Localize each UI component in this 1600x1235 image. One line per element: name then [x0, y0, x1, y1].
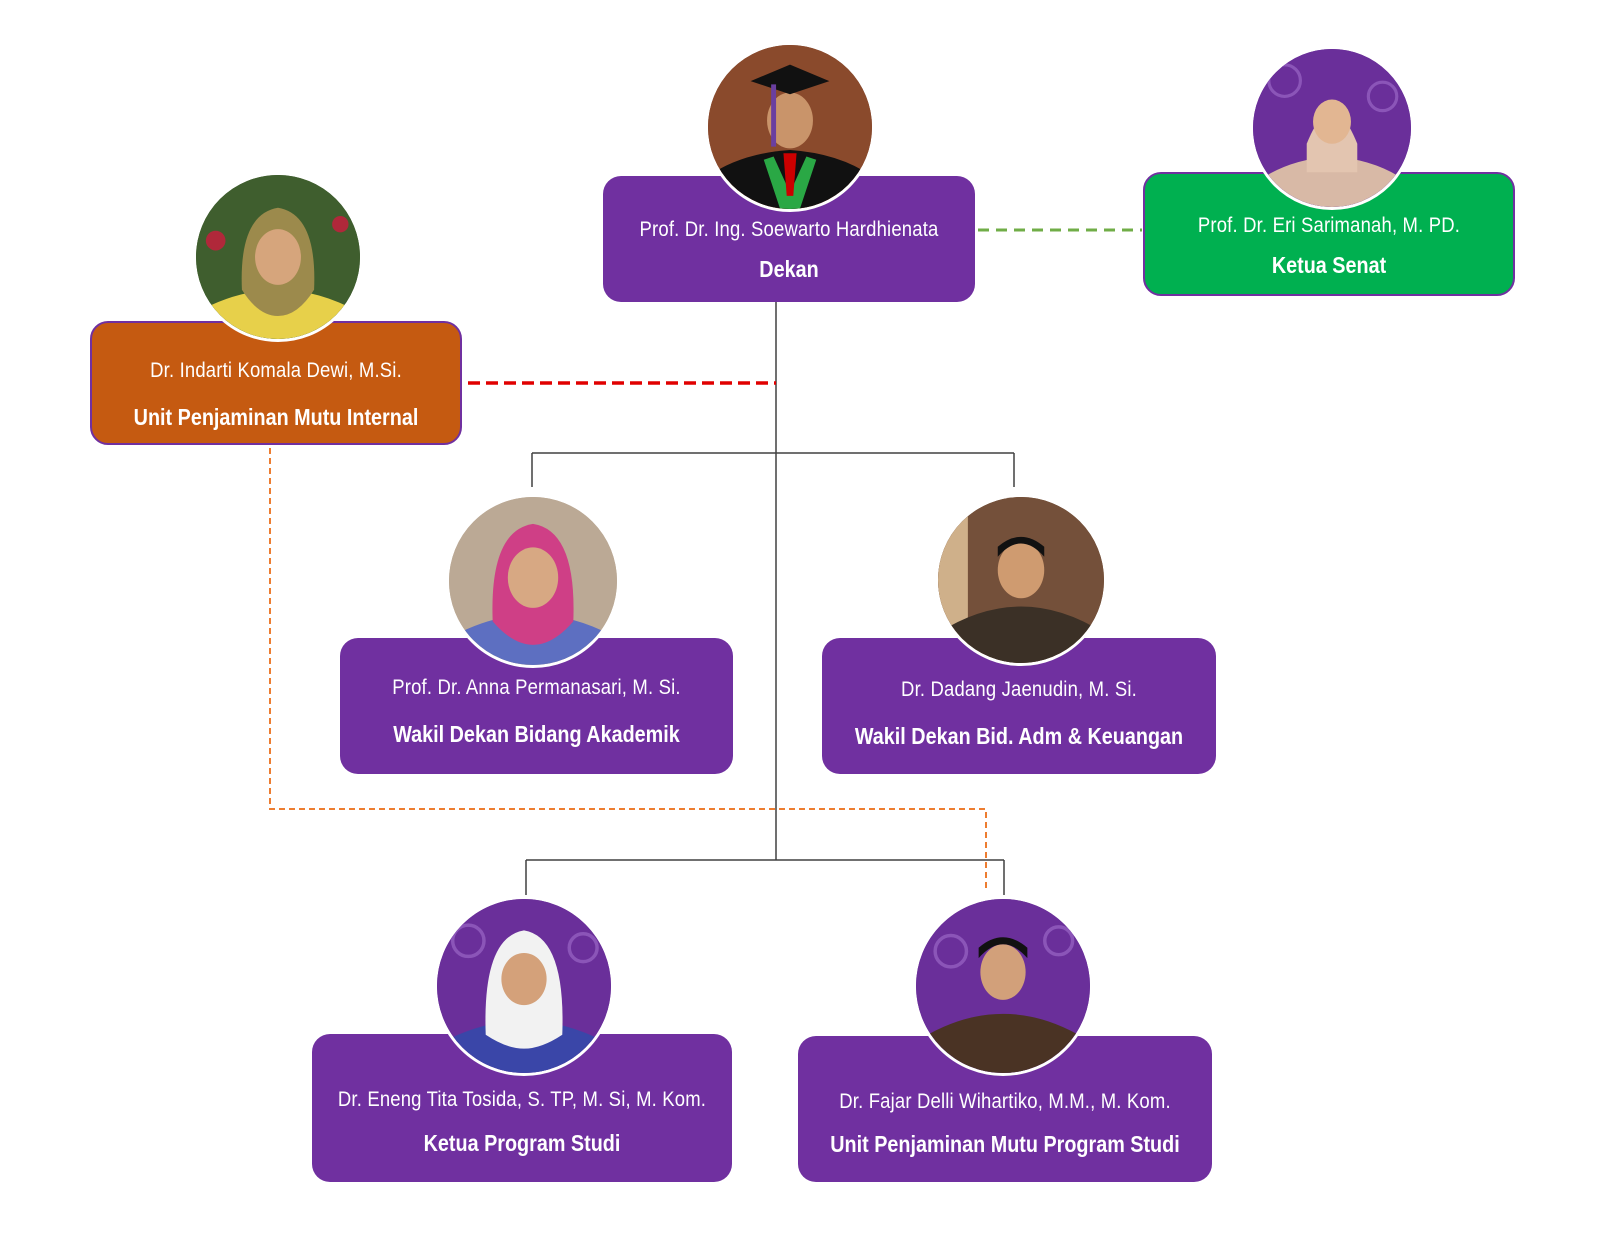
vice-admin-role: Wakil Dekan Bid. Adm & Keuangan — [854, 723, 1184, 749]
program-qa-box: Dr. Fajar Delli Wihartiko, M.M., M. Kom.… — [798, 1036, 1212, 1182]
program-qa-portrait — [913, 896, 1093, 1076]
program-qa-role: Unit Penjaminan Mutu Program Studi — [830, 1131, 1180, 1157]
senate-chair-role: Ketua Senat — [1271, 252, 1387, 278]
solid-hierarchy-lines — [525, 300, 1015, 895]
program-head-role: Ketua Program Studi — [423, 1130, 621, 1156]
vice-academic-box: Prof. Dr. Anna Permanasari, M. Si. Wakil… — [340, 638, 733, 774]
senate-chair-name: Prof. Dr. Eri Sarimanah, M. PD. — [1197, 214, 1461, 237]
program-qa-name: Dr. Fajar Delli Wihartiko, M.M., M. Kom. — [839, 1090, 1171, 1113]
internal-qa-portrait — [193, 172, 363, 342]
vice-academic-portrait-icon — [449, 497, 617, 665]
internal-qa-role: Unit Penjaminan Mutu Internal — [133, 404, 419, 430]
program-head-portrait — [434, 896, 614, 1076]
vice-admin-portrait — [935, 494, 1107, 666]
dean-name: Prof. Dr. Ing. Soewarto Hardhienata — [639, 218, 939, 241]
internal-qa-portrait-icon — [196, 175, 360, 339]
qa-program-dashed-link — [269, 448, 987, 892]
dean-portrait — [705, 42, 875, 212]
senate-chair-portrait — [1250, 46, 1414, 210]
dean-role: Dekan — [759, 256, 819, 282]
vice-admin-portrait-icon — [938, 497, 1104, 663]
program-head-name: Dr. Eneng Tita Tosida, S. TP, M. Si, M. … — [337, 1088, 707, 1111]
vice-academic-role: Wakil Dekan Bidang Akademik — [393, 721, 680, 747]
vice-academic-name: Prof. Dr. Anna Permanasari, M. Si. — [392, 676, 681, 699]
dean-portrait-icon — [708, 45, 872, 209]
vice-admin-name: Dr. Dadang Jaenudin, M. Si. — [901, 678, 1137, 701]
internal-qa-name: Dr. Indarti Komala Dewi, M.Si. — [150, 359, 402, 382]
senate-chair-portrait-icon — [1253, 49, 1411, 207]
program-qa-portrait-icon — [916, 899, 1090, 1073]
vice-academic-portrait — [446, 494, 620, 668]
program-head-portrait-icon — [437, 899, 611, 1073]
